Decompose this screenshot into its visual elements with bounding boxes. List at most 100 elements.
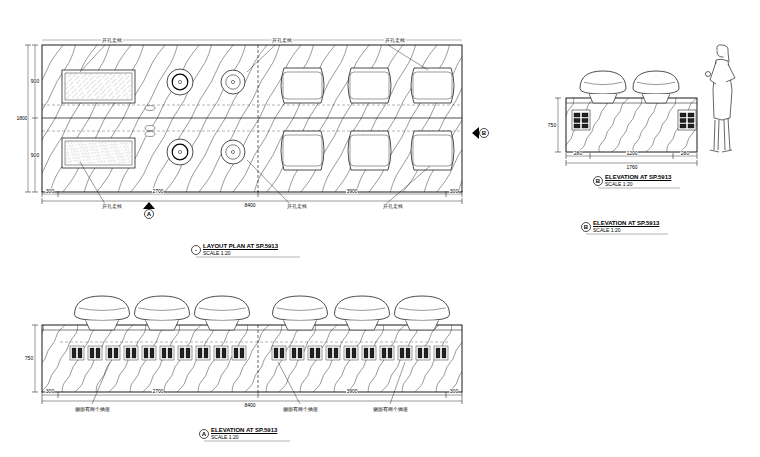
dimension-tick	[555, 98, 561, 99]
stipple-dot	[78, 80, 80, 82]
dimension-tick	[32, 325, 38, 326]
marble-vein	[381, 325, 418, 392]
stipple-dot	[96, 149, 98, 151]
stipple-dot	[73, 160, 75, 162]
stipple-dot	[104, 160, 106, 162]
stipple-dot	[105, 145, 107, 147]
stipple-dot	[118, 153, 120, 155]
ottoman-base	[284, 320, 317, 330]
stipple-dot	[104, 89, 106, 91]
marker-ring	[582, 223, 591, 232]
stipple-dot	[83, 155, 85, 157]
floor-outlet-ring	[172, 144, 188, 160]
stipple-dot	[81, 92, 83, 94]
stipple-dot	[71, 77, 73, 79]
stipple-dot	[68, 80, 70, 82]
stipple-dot	[112, 96, 114, 98]
stipple-dot	[71, 82, 73, 84]
stipple-dot	[96, 97, 98, 99]
socket	[400, 348, 404, 358]
dimension-line	[35, 45, 36, 192]
stipple-dot	[119, 161, 121, 163]
stipple-dot	[75, 78, 77, 80]
stipple-dot	[122, 76, 124, 78]
stipple-dot	[113, 160, 115, 162]
ottoman-base	[589, 94, 617, 103]
stipple-dot	[78, 75, 80, 77]
socket	[574, 124, 580, 128]
stipple-dot	[78, 162, 80, 164]
center-line	[258, 45, 259, 192]
stipple-dot	[124, 158, 126, 160]
stipple-dot	[88, 90, 90, 92]
stipple-dot	[114, 150, 116, 152]
stipple-dot	[81, 162, 83, 164]
floor-outlet-ring	[226, 145, 240, 159]
stipple-dot	[92, 142, 94, 144]
stipple-dot	[98, 75, 100, 77]
stipple-dot	[89, 94, 91, 96]
stipple-dot	[95, 88, 97, 90]
stipple-dot	[127, 158, 129, 160]
dimension-tick	[566, 160, 567, 166]
stipple-dot	[128, 75, 130, 77]
stipple-dot	[83, 80, 85, 82]
stipple-dot	[88, 85, 90, 87]
stipple-dot	[119, 94, 121, 96]
socket	[688, 124, 694, 128]
stipple-dot	[74, 74, 76, 76]
stipple-dot	[105, 83, 107, 85]
socket-panel	[106, 346, 120, 360]
marble-vein	[633, 98, 663, 152]
stipple-dot	[119, 143, 121, 145]
note-text: 侧面有两个插座	[74, 407, 110, 412]
dimension-tick	[590, 153, 591, 159]
view-title: BELEVATION AT SP.5913SCALE 1:20	[593, 176, 673, 187]
stipple-dot	[118, 158, 120, 160]
dimension-text: 3900	[346, 389, 358, 394]
stipple-dot	[109, 84, 111, 86]
ottoman-inner	[350, 72, 389, 99]
leader-line	[386, 166, 430, 204]
socket	[72, 348, 76, 358]
stipple-dot	[125, 78, 127, 80]
ottoman-inner	[350, 135, 389, 166]
stipple-dot	[118, 95, 120, 97]
dimension-tick	[58, 191, 59, 197]
dimension-text: 2700	[152, 389, 164, 394]
stipple-dot	[84, 79, 86, 81]
stipple-dot	[125, 93, 127, 95]
socket	[162, 348, 166, 358]
stipple-dot	[70, 142, 72, 144]
stipple-dot	[109, 162, 111, 164]
stipple-dot	[128, 90, 130, 92]
cushion-seam	[637, 82, 675, 84]
stipple-dot	[110, 147, 112, 149]
dimension-text: 300	[45, 389, 54, 394]
stipple-dot	[108, 154, 110, 156]
stipple-dot	[102, 76, 104, 78]
marble-vein	[42, 325, 44, 392]
stipple-dot	[112, 157, 114, 159]
stipple-dot	[115, 93, 117, 95]
stipple-dot	[111, 146, 113, 148]
stipple-dot	[122, 161, 124, 163]
socket	[280, 348, 284, 358]
stipple-dot	[127, 149, 129, 151]
stipple-dot	[121, 82, 123, 84]
stipple-dot	[113, 156, 115, 158]
stipple-dot	[70, 78, 72, 80]
title-rule	[586, 234, 668, 235]
stipple-dot	[98, 80, 100, 82]
stipple-dot	[67, 96, 69, 98]
marble-vein	[42, 45, 97, 192]
stipple-dot	[80, 83, 82, 85]
stipple-dot	[99, 158, 101, 160]
socket-panel	[572, 110, 590, 130]
stipple-dot	[108, 159, 110, 161]
leader-line	[388, 45, 428, 70]
dimension-text: 900	[30, 153, 39, 158]
stipple-dot	[109, 94, 111, 96]
socket-panel	[272, 346, 286, 360]
